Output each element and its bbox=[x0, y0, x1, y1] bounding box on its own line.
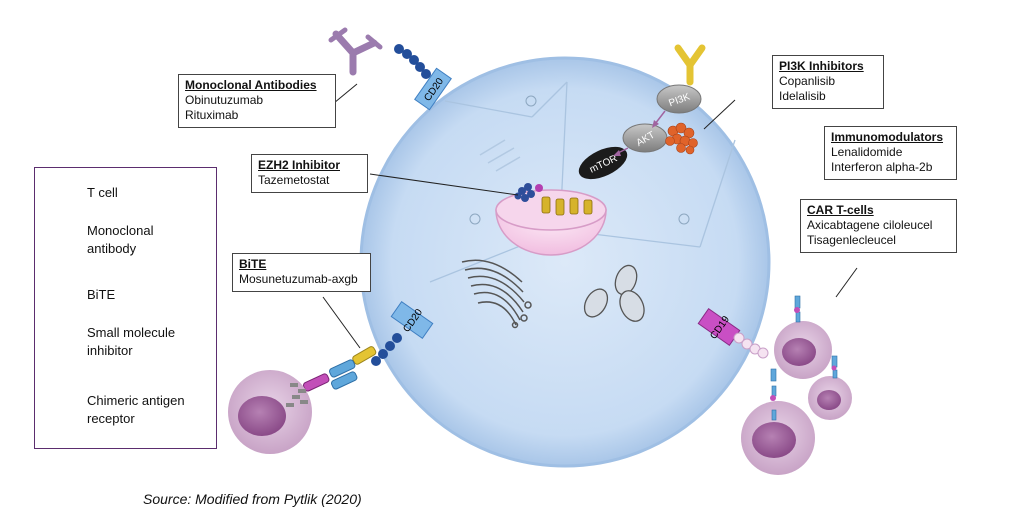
legend-label-t-cell: T cell bbox=[87, 185, 118, 200]
bite-molecule bbox=[303, 346, 377, 392]
legend-label-small-molecule: Small molecule inhibitor bbox=[87, 325, 176, 358]
legend-label-bite: BiTE bbox=[87, 287, 116, 302]
box-title: CAR T-cells bbox=[807, 203, 874, 217]
legend-label-car: Chimeric antigen receptor bbox=[87, 393, 185, 426]
box-item: Rituximab bbox=[185, 108, 239, 122]
b-cell: PI3K AKT mTOR bbox=[359, 44, 771, 468]
box-item: Interferon alpha-2b bbox=[831, 160, 933, 174]
ezh2-inhibitor-box: EZH2 Inhibitor Tazemetostat bbox=[251, 154, 368, 193]
mitochondria bbox=[583, 264, 645, 322]
box-item: Mosunetuzumab-axgb bbox=[239, 272, 358, 286]
box-title: EZH2 Inhibitor bbox=[258, 158, 340, 172]
golgi bbox=[461, 259, 532, 329]
box-item: Obinutuzumab bbox=[185, 93, 264, 107]
box-item: Tisagenlecleucel bbox=[807, 233, 896, 247]
t-cell-left bbox=[228, 370, 312, 454]
box-item: Idelalisib bbox=[779, 89, 826, 103]
box-item: Tazemetostat bbox=[258, 173, 330, 187]
legend-label-antibody: Monoclonal antibody bbox=[87, 223, 154, 256]
box-title: Monoclonal Antibodies bbox=[185, 78, 317, 92]
top-antibody bbox=[328, 27, 383, 76]
box-title: Immunomodulators bbox=[831, 130, 944, 144]
cd19-receptor: CD19 bbox=[697, 308, 769, 359]
box-title: PI3K Inhibitors bbox=[779, 59, 864, 73]
cd20-receptor-bottom: CD20 bbox=[371, 301, 434, 366]
pi3k-inhibitors-box: PI3K Inhibitors Copanlisib Idelalisib bbox=[772, 55, 884, 109]
source-caption: Source: Modified from Pytlik (2020) bbox=[143, 491, 362, 507]
box-item: Copanlisib bbox=[779, 74, 836, 88]
immunomodulators-box: Immunomodulators Lenalidomide Interferon… bbox=[824, 126, 957, 180]
monoclonal-antibodies-box: Monoclonal Antibodies Obinutuzumab Ritux… bbox=[178, 74, 336, 128]
box-item: Axicabtagene ciloleucel bbox=[807, 218, 933, 232]
car-t-cells-box: CAR T-cells Axicabtagene ciloleucel Tisa… bbox=[800, 199, 957, 253]
bite-box: BiTE Mosunetuzumab-axgb bbox=[232, 253, 371, 292]
car-t-cells bbox=[741, 295, 852, 475]
nucleus bbox=[495, 183, 607, 256]
pi3k-inhibitor-cluster bbox=[665, 122, 698, 155]
pi3k-pathway: PI3K AKT mTOR bbox=[578, 44, 706, 180]
leader-lines bbox=[322, 83, 858, 349]
box-title: BiTE bbox=[239, 257, 267, 271]
box-item: Lenalidomide bbox=[831, 145, 903, 159]
legend: T cell Monoclonal antibody BiTE Small mo… bbox=[34, 167, 217, 449]
